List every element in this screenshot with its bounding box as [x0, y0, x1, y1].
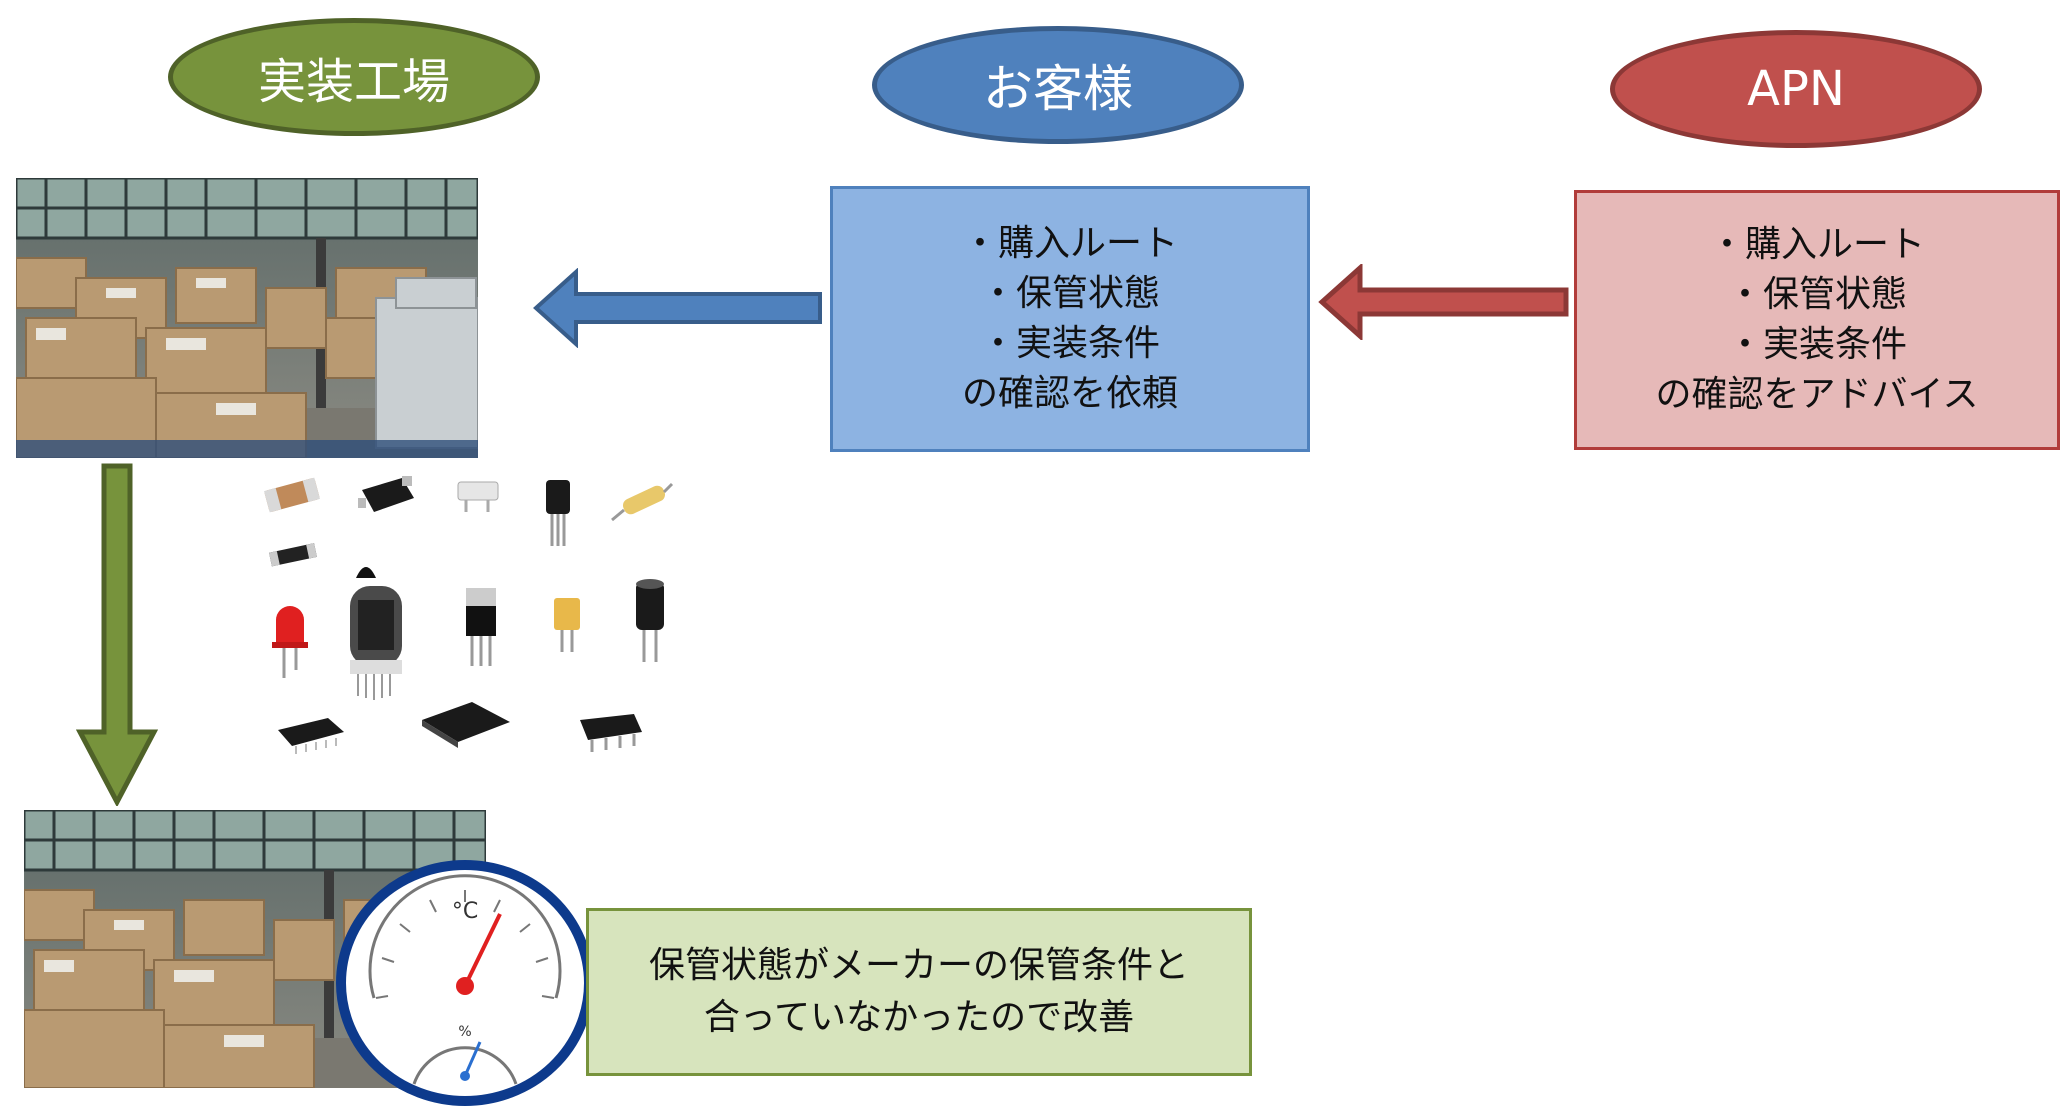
improvement-line-2: 合っていなかったので改善 [703, 997, 1135, 1038]
apn-line-3: ・実装条件 [1726, 324, 1907, 365]
thermo-hygrometer-gauge: °C % [334, 858, 596, 1108]
crystal-icon [457, 481, 499, 512]
customer-request-box: ・購入ルート ・保管状態 ・実装条件 の確認を依頼 [830, 186, 1310, 452]
humidity-unit: % [458, 1024, 471, 1040]
apn-label: APN [1747, 61, 1845, 117]
customer-line-2: ・保管状態 [979, 273, 1160, 314]
electronic-components-image [264, 476, 674, 754]
request-arrow [533, 268, 822, 348]
factory-oval: 実装工場 [168, 18, 540, 136]
smd-resistor-icon [269, 543, 317, 567]
improvement-line-1: 保管状態がメーカーの保管条件と [648, 945, 1189, 986]
customer-label: お客様 [983, 60, 1133, 118]
improve-down-arrow [76, 463, 158, 806]
advice-arrow [1318, 264, 1569, 340]
factory-label: 実装工場 [257, 54, 450, 110]
warehouse-photo-top [16, 178, 478, 458]
temperature-unit: °C [452, 899, 478, 924]
ceramic-capacitor-icon [554, 598, 580, 652]
soic-ic-icon [278, 718, 344, 754]
customer-line-4: の確認を依頼 [961, 373, 1178, 414]
dip-ic-icon [580, 714, 642, 752]
customer-line-3: ・実装条件 [979, 323, 1160, 364]
chip-capacitor-icon [264, 477, 320, 513]
to92-transistor-icon [546, 480, 570, 546]
customer-oval: お客様 [872, 26, 1244, 144]
to220-regulator-icon [466, 588, 496, 666]
apn-advice-box: ・購入ルート ・保管状態 ・実装条件 の確認をアドバイス [1574, 190, 2060, 450]
vacuum-tube-icon [350, 567, 402, 700]
apn-line-2: ・保管状態 [1726, 274, 1907, 315]
electrolytic-capacitor-icon [636, 579, 664, 662]
apn-line-4: の確認をアドバイス [1655, 374, 1979, 415]
qfp-ic-icon [422, 702, 510, 748]
apn-line-1: ・購入ルート [1708, 224, 1925, 265]
sot-transistor-icon [358, 476, 414, 512]
improvement-box: 保管状態がメーカーの保管条件と 合っていなかったので改善 [586, 908, 1252, 1076]
customer-line-1: ・購入ルート [961, 223, 1178, 264]
led-icon [272, 606, 308, 678]
resistor-icon [611, 482, 674, 522]
apn-oval: APN [1610, 30, 1982, 148]
